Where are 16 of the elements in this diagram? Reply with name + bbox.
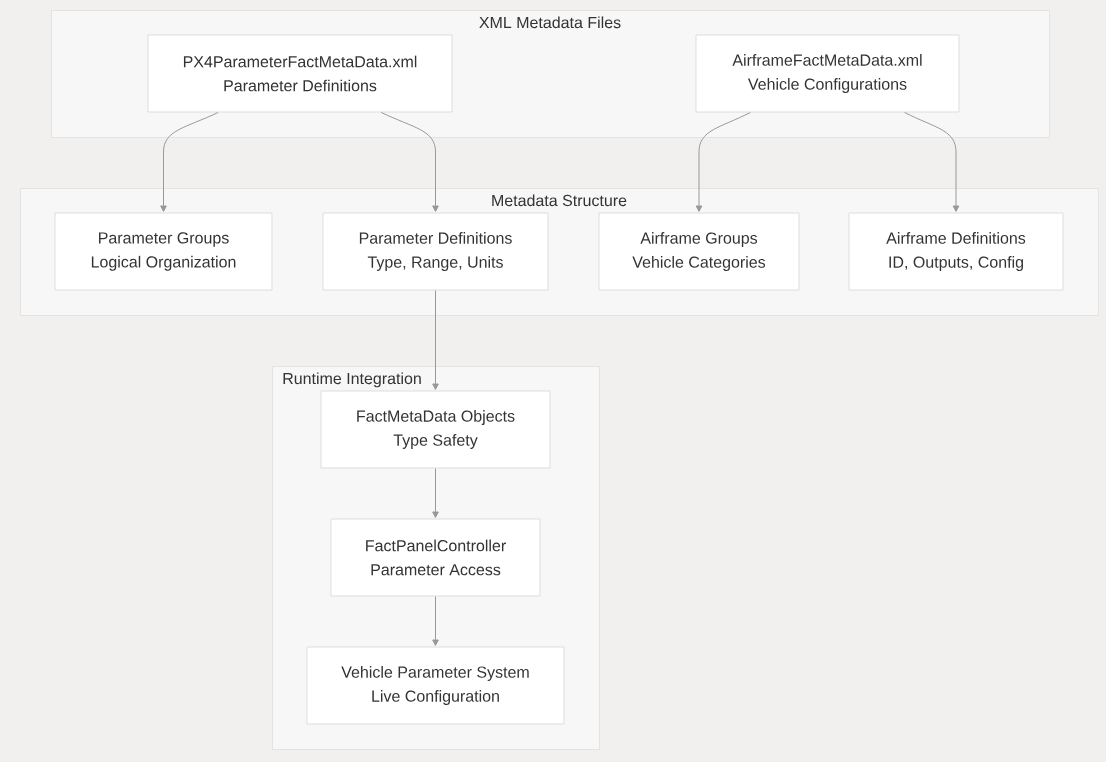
process-box: AirframeFactMetaData.xml Vehicle Configurations [695,34,960,113]
arrow [432,468,439,518]
arrow [695,112,751,212]
arrow [432,596,439,646]
process-box: FactPanelController Parameter Access [330,518,541,597]
process-box: FactMetaData Objects Type Safety [320,390,551,469]
process-box: Airframe Definitions ID, Outputs, Config [848,212,1064,291]
process-box: PX4ParameterFactMetaData.xml Parameter Definitions [147,34,453,113]
arrow [432,290,439,390]
arrow [904,112,960,212]
process-box: Vehicle Parameter System Live Configuration [306,646,565,725]
process-box: Airframe Groups Vehicle Categories [598,212,800,291]
arrow [160,112,219,212]
arrow [380,112,439,212]
process-box: Parameter Definitions Type, Range, Units [322,212,549,291]
process-box: Parameter Groups Logical Organization [54,212,273,291]
